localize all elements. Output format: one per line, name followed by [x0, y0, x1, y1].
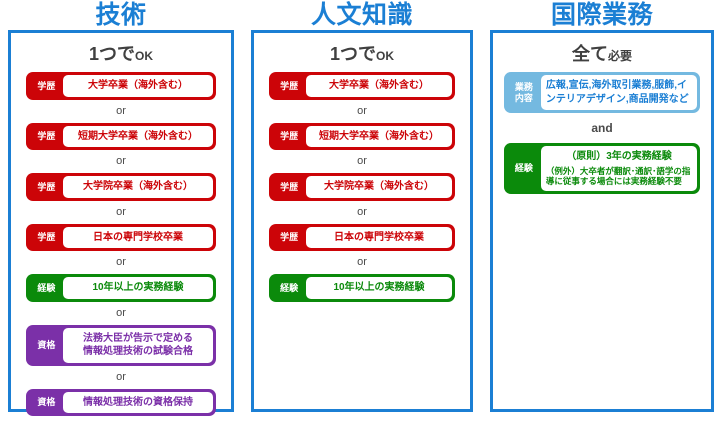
requirement-item: 資格 情報処理技術の資格保持 [26, 388, 216, 416]
requirement-tag: 資格 [37, 397, 56, 408]
requirement-item: 資格 法務大臣が告示で定める情報処理技術の試験合格 [26, 324, 216, 366]
requirement-tag: 資格 [37, 339, 56, 350]
requirement-sub-text: （例外）大卒者が翻訳･通訳･語学の指導に従事する場合には実務経験不要 [545, 165, 691, 187]
panel-heading: 全て必要 [572, 40, 632, 66]
requirement-text: 日本の専門学校卒業 [63, 226, 213, 248]
panel-heading-main: 1つで [329, 44, 376, 64]
requirement-main-text: 大学院卒業（海外含む） [324, 181, 434, 192]
requirement-text: 広報,宣伝,海外取引業務,服飾,インテリアデザイン,商品開発など [540, 75, 698, 110]
requirement-tag: 学歴 [37, 131, 56, 142]
requirement-tag: 学歴 [280, 181, 299, 192]
requirement-tag: 学歴 [280, 131, 299, 142]
connector-or: or [116, 256, 126, 268]
requirement-main-text: 日本の専門学校卒業 [93, 231, 183, 243]
requirement-item: 経験 （原則）3年の実務経験 （例外）大卒者が翻訳･通訳･語学の指導に従事する場合に… [503, 143, 701, 194]
column-title: 国際業務 [550, 0, 653, 29]
requirement-item: 経験 10年以上の実務経験 [269, 274, 455, 302]
requirement-text: 10年以上の実務経験 [63, 277, 213, 299]
connector-or: or [116, 205, 126, 218]
requirement-main-text: 情報処理技術の資格保持 [83, 396, 193, 408]
requirement-main-text: 大学卒業（海外含む） [329, 80, 429, 91]
panel-heading-sub: OK [135, 49, 153, 63]
requirement-item: 学歴 短期大学卒業（海外含む） [26, 122, 216, 150]
requirement-main-text: 10年以上の実務経験 [92, 282, 184, 293]
requirement-item: 学歴 大学卒業（海外含む） [26, 72, 216, 100]
requirement-tag: 学歴 [37, 232, 56, 243]
requirement-text: 短期大学卒業（海外含む） [63, 125, 213, 147]
requirement-list: 業務内容広報,宣伝,海外取引業務,服飾,インテリアデザイン,商品開発など and 経… [493, 72, 711, 194]
column-title: 人文知識 [310, 0, 413, 29]
panel-heading-sub: OK [376, 49, 394, 63]
connector-or: or [357, 205, 367, 218]
column-kokusai-gyomu: 国際業務 全て必要 業務内容広報,宣伝,海外取引業務,服飾,インテリアデザイン,… [490, 0, 714, 412]
requirement-tag: 学歴 [280, 232, 299, 243]
requirement-main-text: 短期大学卒業（海外含む） [319, 130, 439, 142]
requirement-tag: 学歴 [37, 80, 56, 91]
requirement-main-text: 大学卒業（海外含む） [88, 80, 188, 91]
connector-or: or [357, 256, 367, 268]
requirement-main-text: 広報,宣伝,海外取引業務,服飾,インテリアデザイン,商品開発など [545, 80, 689, 105]
connector-or: or [116, 370, 126, 383]
requirement-text: 大学院卒業（海外含む） [306, 176, 452, 198]
connector-or: or [116, 155, 126, 167]
column-panel: 全て必要 業務内容広報,宣伝,海外取引業務,服飾,インテリアデザイン,商品開発な… [490, 30, 714, 412]
requirement-text: 日本の専門学校卒業 [306, 226, 452, 248]
requirement-text: （原則）3年の実務経験 （例外）大卒者が翻訳･通訳･語学の指導に従事する場合には実… [540, 146, 698, 191]
requirement-tag: 業務内容 [514, 82, 533, 103]
requirement-main-text: 法務大臣が告示で定める情報処理技術の試験合格 [83, 332, 193, 358]
panel-heading-main: 全て [571, 44, 608, 64]
requirement-tag: 学歴 [280, 80, 299, 91]
requirement-tag: 経験 [280, 282, 299, 293]
requirement-text: 大学卒業（海外含む） [306, 75, 452, 97]
requirement-item: 学歴 大学院卒業（海外含む） [26, 173, 216, 201]
requirement-main-text: 10年以上の実務経験 [333, 282, 425, 293]
connector-or: or [357, 104, 367, 117]
connector-and: and [591, 121, 613, 135]
requirement-tag: 経験 [514, 163, 533, 174]
requirement-tag: 学歴 [37, 181, 56, 192]
column-title: 技術 [95, 0, 147, 29]
requirement-tag: 経験 [37, 282, 56, 293]
requirement-text: 短期大学卒業（海外含む） [306, 125, 452, 147]
panel-heading-main: 1つで [88, 44, 135, 64]
requirement-text: 大学院卒業（海外含む） [63, 176, 213, 198]
requirement-main-text: 大学院卒業（海外含む） [83, 181, 193, 192]
requirement-text: 情報処理技術の資格保持 [63, 391, 213, 413]
connector-or: or [116, 306, 126, 319]
requirement-item: 経験 10年以上の実務経験 [26, 274, 216, 302]
connector-or: or [116, 104, 126, 117]
requirement-text: 法務大臣が告示で定める情報処理技術の試験合格 [63, 327, 213, 363]
requirement-item: 業務内容広報,宣伝,海外取引業務,服飾,インテリアデザイン,商品開発など [503, 72, 701, 113]
requirement-text: 大学卒業（海外含む） [63, 75, 213, 97]
requirement-item: 学歴 短期大学卒業（海外含む） [269, 122, 455, 150]
connector-or: or [357, 155, 367, 167]
requirement-item: 学歴 日本の専門学校卒業 [26, 223, 216, 251]
requirement-main-text: （原則）3年の実務経験 [566, 151, 672, 162]
requirement-text: 10年以上の実務経験 [306, 277, 452, 299]
requirement-item: 学歴 大学卒業（海外含む） [269, 72, 455, 100]
requirement-main-text: 短期大学卒業（海外含む） [78, 130, 198, 142]
requirement-item: 学歴 大学院卒業（海外含む） [269, 173, 455, 201]
panel-heading-sub: 必要 [607, 49, 632, 63]
requirement-main-text: 日本の専門学校卒業 [334, 231, 424, 243]
requirement-item: 学歴 日本の専門学校卒業 [269, 223, 455, 251]
